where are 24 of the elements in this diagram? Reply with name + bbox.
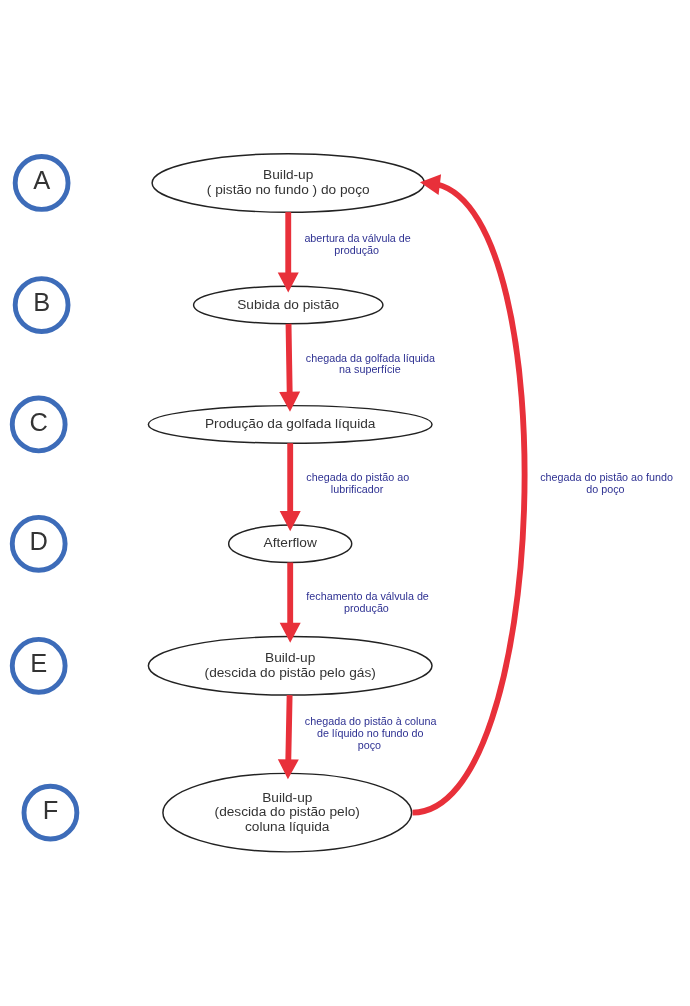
node-circle: F xyxy=(21,783,80,842)
node-ellipse: Build-up ( pistão no fundo ) do poço xyxy=(151,152,426,213)
edge-label: abertura da válvula de produção xyxy=(304,232,411,256)
edge-label: chegada do pistão ao lubrificador xyxy=(306,470,410,495)
arrow xyxy=(279,443,301,532)
arrow xyxy=(411,174,527,816)
node-ellipse: Subida do pistão xyxy=(192,285,384,325)
arrow xyxy=(277,212,299,293)
edge-label: chegada da golfada líquida na superfície xyxy=(305,351,435,376)
node-circle: E xyxy=(9,636,68,695)
arrow xyxy=(279,323,301,412)
edge-label: chegada do pistão à coluna de líquido no fundo do poço xyxy=(304,715,437,751)
arrow xyxy=(279,562,301,643)
node-ellipse: Build-up (descida do pistão pelo gás) xyxy=(147,635,433,696)
node-circle: C xyxy=(9,395,68,454)
node-circle: A xyxy=(12,154,71,212)
node-ellipse: Build-up (descida do pistão pelo) coluna líquida xyxy=(162,772,413,853)
edge-label: fechamento da válvula de produção xyxy=(306,590,429,615)
edge-label: chegada do pistão ao fundo do poço xyxy=(540,470,673,495)
arrow xyxy=(277,695,299,780)
node-circle: D xyxy=(9,514,68,573)
node-circle: B xyxy=(12,276,71,334)
node-ellipse: Afterflow xyxy=(227,524,353,564)
node-ellipse: Produção da golfada líquida xyxy=(147,404,433,444)
